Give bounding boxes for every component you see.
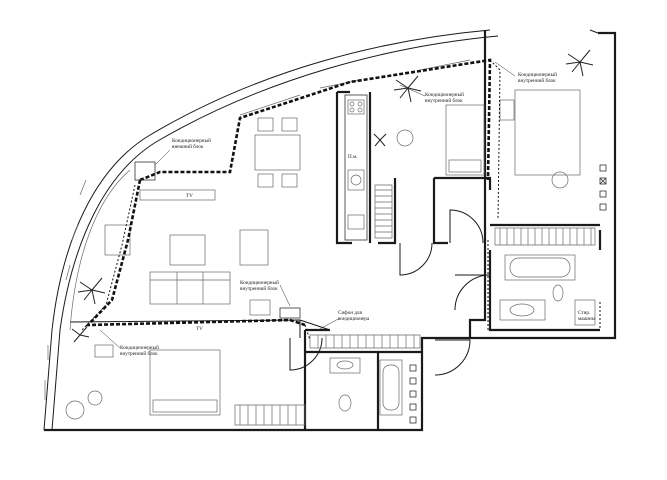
bedroom-upper [396, 104, 485, 176]
plant-icon [565, 49, 594, 77]
pm-label: П.м. [348, 154, 358, 160]
indoor-unit-lower-box [279, 307, 301, 319]
tv-upper-label: TV [186, 193, 193, 199]
washer-label: Стир. машина [578, 310, 596, 322]
bedroom-right [494, 89, 607, 246]
dining-table [254, 117, 301, 188]
bathroom-lower [309, 334, 421, 424]
bathroom-right [499, 254, 596, 326]
tv-lower-label: TV [196, 326, 203, 332]
outdoor-unit-box [134, 161, 156, 181]
kitchen-block [344, 94, 393, 241]
plant-icon [373, 133, 387, 147]
indoor-unit-kitchen-label: Кондиционерный внутренний блок [425, 92, 464, 104]
outdoor-unit-label: Кондиционерный внешний блок [172, 138, 211, 150]
ac-route-main [81, 58, 601, 341]
plant-icon [393, 75, 422, 103]
bedroom-lower-left [65, 344, 306, 426]
living-furniture [104, 189, 271, 316]
plant-icons [71, 49, 594, 343]
indoor-unit-bedroom-right-label: Кондиционерный внутренний блок [518, 72, 557, 84]
exterior-walls [43, 29, 617, 432]
plant-icon [71, 326, 90, 343]
indoor-unit-lower-left-label: Кондиционерный внутренний блок [120, 345, 159, 357]
plant-icon [77, 277, 106, 305]
door-swings [289, 209, 491, 376]
indoor-unit-middle-label: Кондиционерный внутренний блок [240, 280, 279, 292]
interior-walls [69, 90, 602, 430]
siphon-label: Сифон для кондиционера [338, 310, 370, 322]
